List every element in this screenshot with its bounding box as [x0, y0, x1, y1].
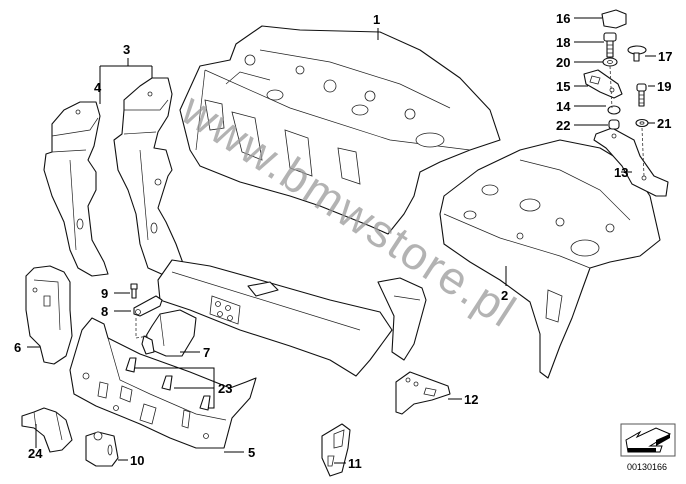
callout-9[interactable]: 9	[101, 286, 108, 301]
callout-15[interactable]: 15	[556, 79, 570, 94]
callout-21[interactable]: 21	[657, 116, 671, 131]
callout-24[interactable]: 24	[28, 446, 43, 461]
part-rear-panel-upper[interactable]	[179, 25, 501, 235]
part-hex-bolt-18[interactable]	[603, 32, 617, 58]
callout-5[interactable]: 5	[248, 445, 255, 460]
callout-23[interactable]: 23	[218, 381, 232, 396]
part-clip-23a[interactable]	[125, 357, 137, 373]
callout-10[interactable]: 10	[130, 453, 144, 468]
callout-8[interactable]: 8	[101, 304, 108, 319]
arrow-direction-icon	[620, 423, 676, 457]
callout-16[interactable]: 16	[556, 11, 570, 26]
part-clip-23c[interactable]	[199, 395, 211, 411]
part-clip-23b[interactable]	[161, 375, 173, 391]
callout-12[interactable]: 12	[464, 392, 478, 407]
part-lower-crossmember[interactable]	[69, 317, 257, 449]
part-reinforcement[interactable]	[21, 407, 73, 453]
part-parcel-shelf[interactable]	[439, 139, 661, 379]
part-nut-14[interactable]	[607, 105, 621, 115]
part-cap-16[interactable]	[601, 9, 627, 29]
part-rear-crossbar	[157, 259, 427, 377]
callout-labels: 1 2 3 4 5 6 7 8 9 10 11 12 13 14 15 16 1…	[14, 11, 672, 471]
callout-7[interactable]: 7	[203, 345, 210, 360]
part-pillar-bracket-set[interactable]	[113, 77, 185, 277]
callout-6[interactable]: 6	[14, 340, 21, 355]
part-holder-plate[interactable]	[133, 295, 163, 317]
part-spacer-nut-22[interactable]	[608, 119, 620, 130]
callout-17[interactable]: 17	[658, 49, 672, 64]
part-angle-bracket[interactable]	[395, 371, 451, 415]
callout-19[interactable]: 19	[657, 79, 671, 94]
callout-4[interactable]: 4	[94, 80, 102, 95]
part-mounting-bracket[interactable]	[141, 309, 197, 357]
callout-18[interactable]: 18	[556, 35, 570, 50]
part-washer-20[interactable]	[602, 57, 618, 67]
leader-lines	[27, 17, 656, 464]
part-small-clip-bracket[interactable]	[321, 423, 351, 477]
part-clamping-plate-15[interactable]	[583, 69, 623, 99]
part-side-support-bracket[interactable]	[25, 265, 73, 365]
callout-11[interactable]: 11	[348, 456, 362, 471]
callout-3[interactable]: 3	[123, 42, 130, 57]
part-left-pillar-bracket[interactable]	[43, 101, 109, 277]
callout-22[interactable]: 22	[556, 118, 570, 133]
callout-2[interactable]: 2	[501, 288, 508, 303]
callout-1[interactable]: 1	[373, 12, 380, 27]
part-washer-small-21[interactable]	[635, 118, 649, 128]
part-bolt-9[interactable]	[130, 283, 138, 299]
callout-14[interactable]: 14	[556, 99, 571, 114]
reference-code: 00130166	[627, 462, 667, 472]
part-support-bracket[interactable]	[593, 127, 669, 197]
callout-20[interactable]: 20	[556, 55, 570, 70]
part-collar-screw-19[interactable]	[636, 83, 647, 107]
callout-13[interactable]: 13	[614, 165, 628, 180]
part-clamp-bracket[interactable]	[85, 431, 119, 467]
part-screw-17[interactable]	[627, 45, 647, 62]
